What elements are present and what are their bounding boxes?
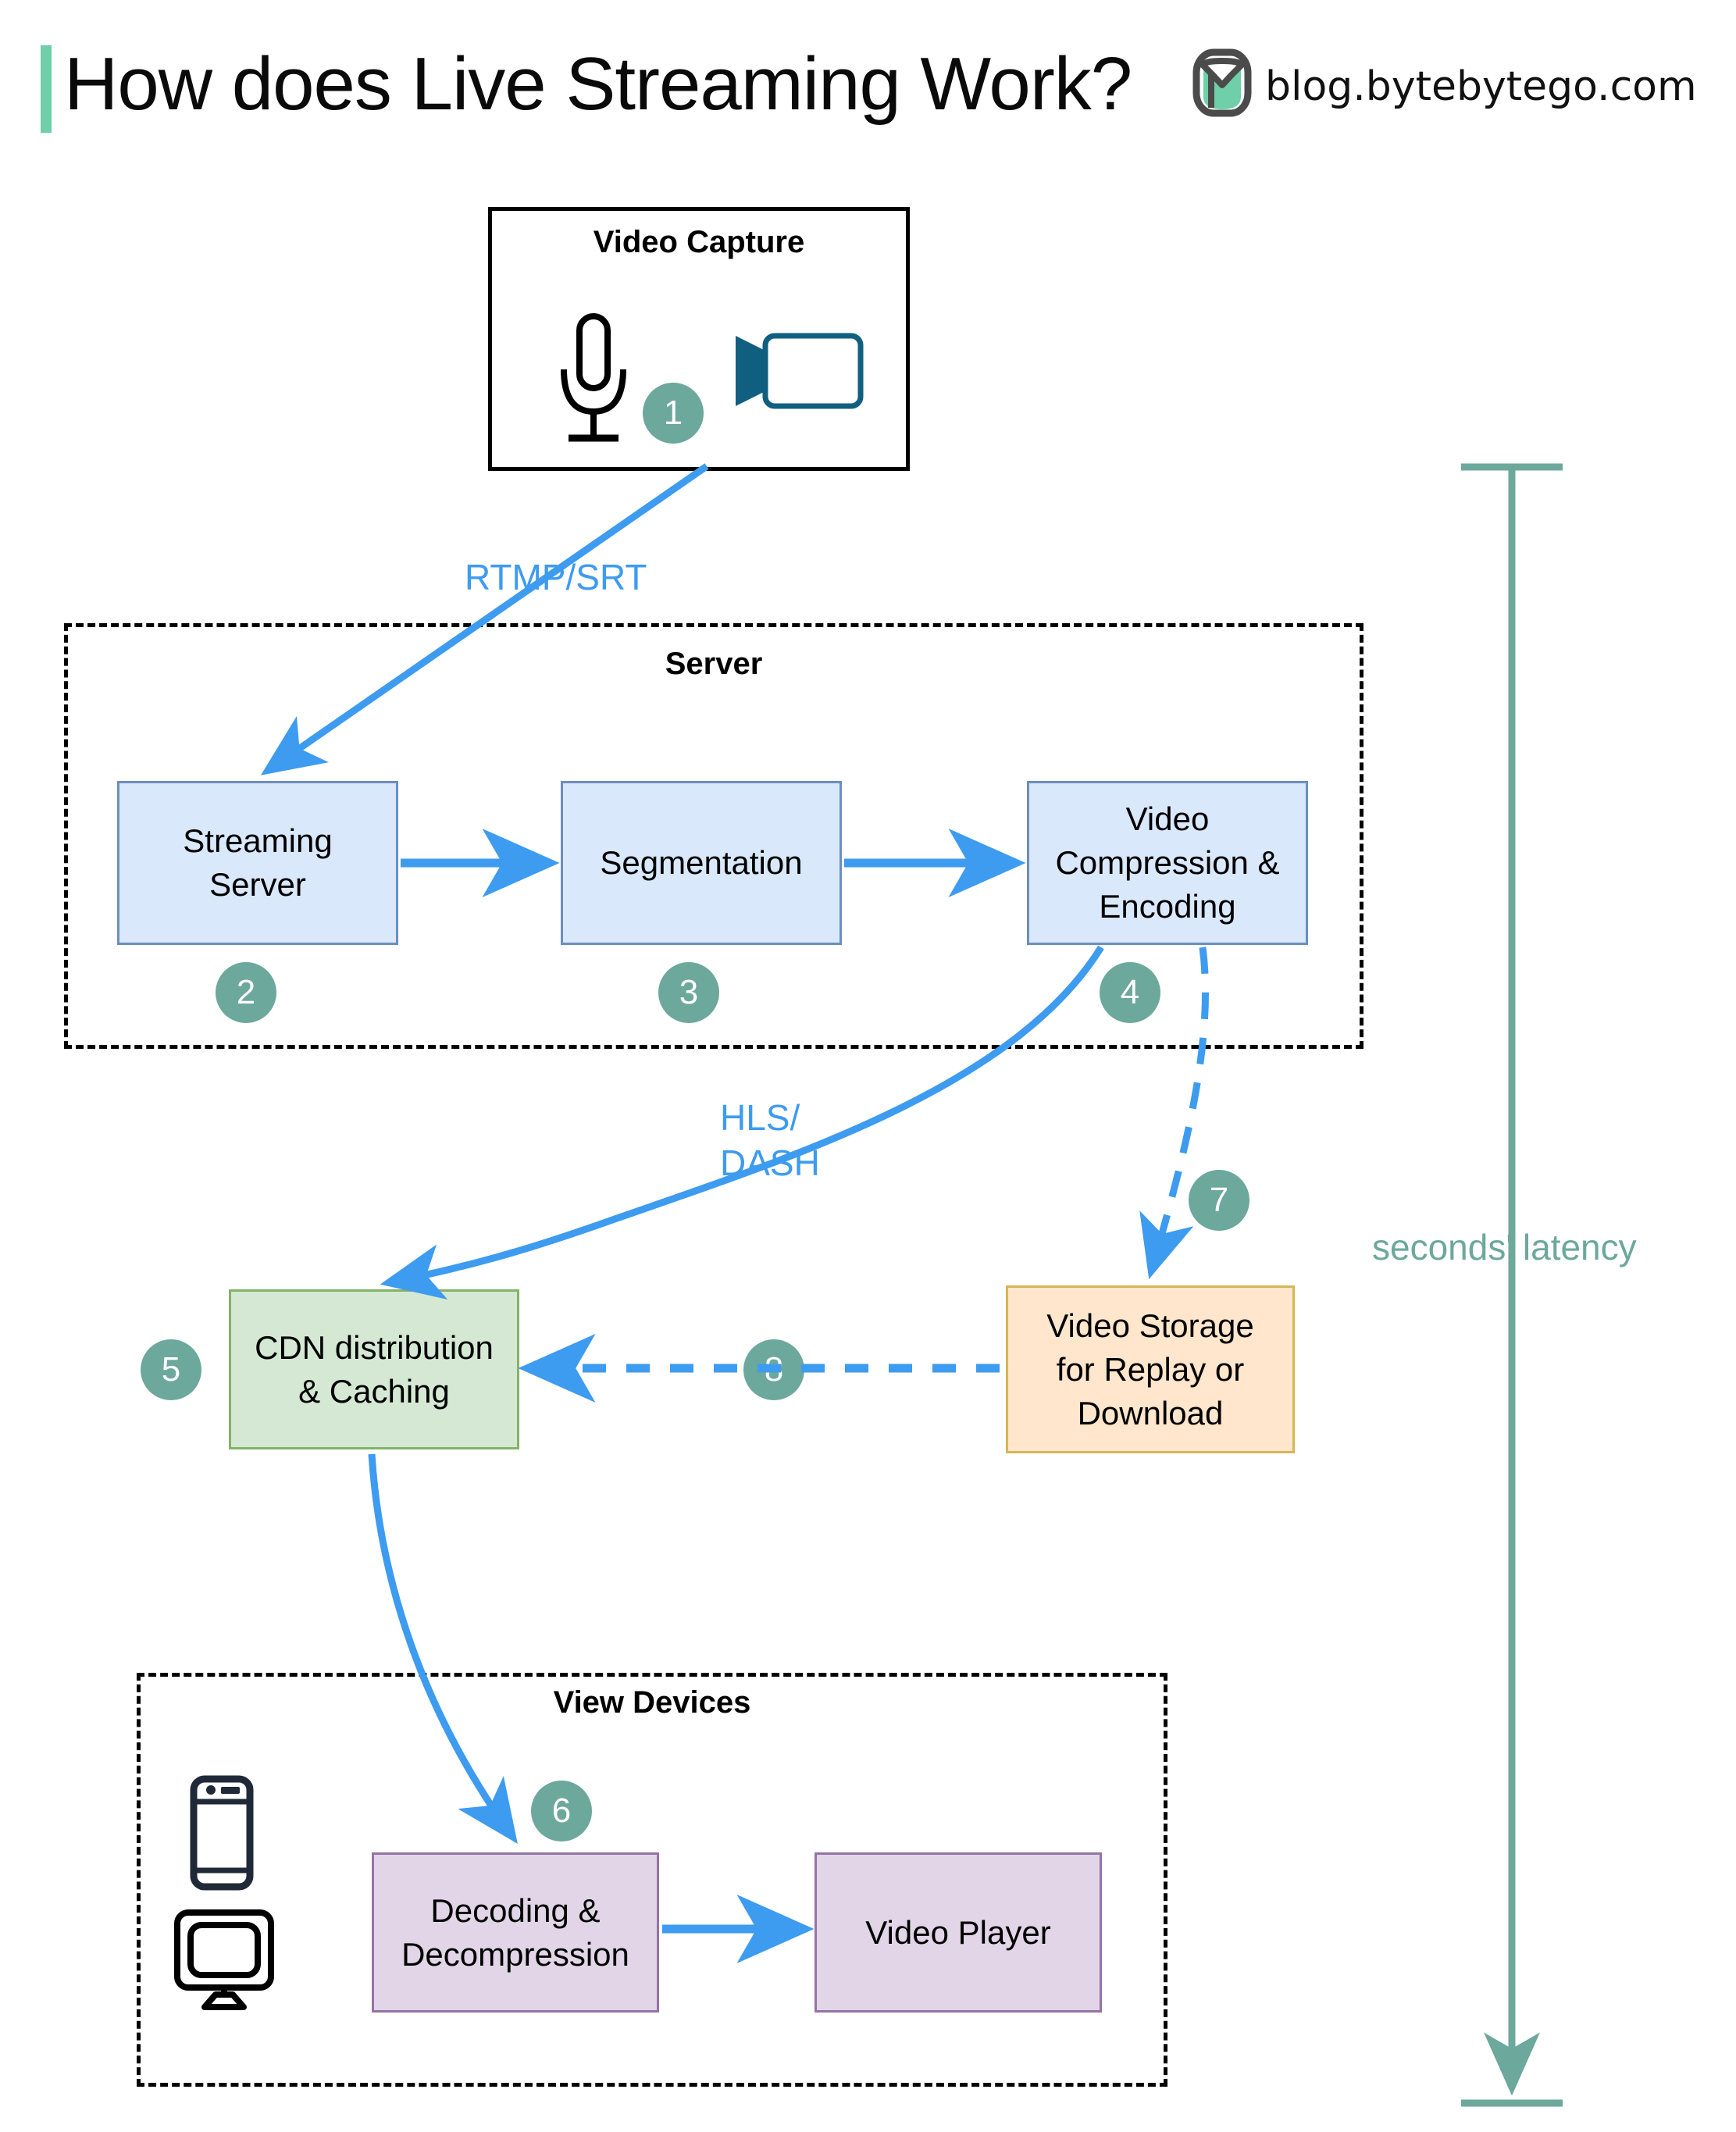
node-decoding-decompression[interactable]: Decoding & Decompression (372, 1852, 659, 2013)
title-accent-bar (41, 45, 52, 133)
group-label-server: Server (665, 647, 763, 681)
node-streaming-server[interactable]: Streaming Server (117, 781, 398, 945)
node-segmentation[interactable]: Segmentation (561, 781, 842, 945)
node-cdn-distribution-caching[interactable]: CDN distribution & Caching (229, 1289, 519, 1449)
group-label-video-capture: Video Capture (593, 225, 805, 259)
group-label-view-devices: View Devices (553, 1685, 751, 1720)
page-title: How does Live Streaming Work? (64, 42, 1132, 126)
edge-label-hls-dash: HLS/ DASH (720, 1097, 820, 1183)
step-badge-2: 2 (216, 962, 276, 1023)
step-badge-4: 4 (1100, 962, 1160, 1023)
step-badge-3: 3 (658, 962, 719, 1023)
latency-label: seconds' latency (1372, 1227, 1637, 1267)
node-video-player[interactable]: Video Player (815, 1852, 1102, 2013)
step-badge-5: 5 (141, 1339, 201, 1400)
bytebytego-logo (1192, 48, 1252, 117)
node-video-compression-encoding[interactable]: Video Compression & Encoding (1027, 781, 1308, 945)
edge-label-rtmp-srt: RTMP/SRT (465, 557, 647, 597)
step-badge-1: 1 (643, 383, 704, 444)
step-badge-8: 8 (743, 1339, 804, 1400)
step-badge-6: 6 (531, 1781, 592, 1841)
group-view-devices (137, 1673, 1167, 2087)
step-badge-7: 7 (1189, 1170, 1249, 1231)
page-header: How does Live Streaming Work? blog.byteb… (0, 0, 1736, 164)
brand-url: blog.bytebytego.com (1265, 63, 1697, 110)
node-video-storage[interactable]: Video Storage for Replay or Download (1006, 1285, 1295, 1453)
